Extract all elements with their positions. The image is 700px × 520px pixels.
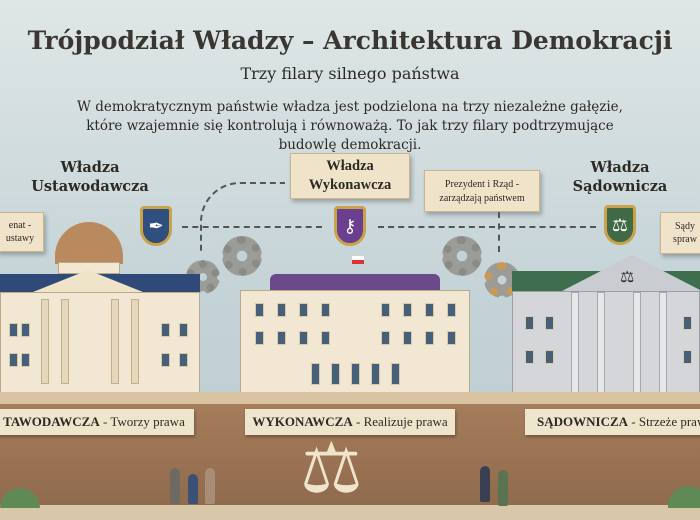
executive-building — [240, 256, 470, 395]
legislative-plaque: enat - ustawy — [0, 212, 44, 252]
intro-text: W demokratycznym państwie władza jest po… — [77, 99, 623, 153]
scales-of-justice-icon: ⚖ — [300, 427, 363, 509]
person-figure — [170, 468, 180, 504]
key-icon: ⚷ — [334, 206, 366, 246]
plaque-line: Sądy — [675, 221, 695, 232]
flag-icon — [352, 256, 364, 264]
heading-line: Władza — [60, 159, 120, 176]
heading-line: Władza — [590, 159, 650, 176]
judicial-ribbon: SĄDOWNICZA - Strzeże prawa — [525, 409, 700, 435]
ribbon-text: - Realizuje prawa — [352, 414, 448, 429]
gavel-icon: ⚖ — [604, 205, 636, 245]
ribbon-strong: SĄDOWNICZA — [537, 414, 629, 429]
executive-plaque: Prezydent i Rząd - zarządzają państwem — [424, 170, 540, 212]
page-title: Trójpodział Władzy – Architektura Demokr… — [27, 26, 673, 55]
executive-ribbon: WYKONAWCZA - Realizuje prawa — [245, 409, 455, 435]
legislative-ribbon: TAWODAWCZA - Tworzy prawa — [0, 409, 194, 435]
ribbon-text: - Tworzy prawa — [99, 414, 185, 429]
arrow-connector — [200, 182, 285, 252]
judicial-plaque: Sądy spraw — [660, 212, 700, 254]
heading-line: Sądownicza — [572, 178, 668, 195]
ribbon-strong: TAWODAWCZA — [3, 414, 100, 429]
legislative-building — [0, 220, 200, 395]
gear-icon — [442, 236, 482, 276]
person-figure — [205, 468, 215, 504]
quill-icon: ✒ — [140, 206, 172, 246]
plaque-line: zarządzają państwem — [439, 193, 525, 204]
heading-line: Władza — [326, 158, 374, 174]
judicial-building: ⚖ — [512, 255, 700, 395]
bush — [668, 486, 700, 508]
plaque-line: enat - — [8, 220, 32, 231]
ribbon-strong: WYKONAWCZA — [252, 414, 353, 429]
heading-line: Ustawodawcza — [31, 178, 149, 195]
bush — [0, 488, 40, 508]
arrow-connector — [378, 226, 596, 228]
subtitle: Trzy filary silnego państwa — [240, 64, 460, 83]
person-figure — [480, 466, 490, 502]
person-figure — [498, 470, 508, 506]
plaque-line: ustawy — [5, 233, 35, 244]
person-figure — [188, 474, 198, 504]
bottom-strip — [0, 505, 700, 520]
plaque-line: spraw — [673, 234, 697, 245]
arrow-connector — [440, 212, 500, 252]
scales-icon: ⚖ — [620, 267, 635, 286]
heading-line: Wykonawcza — [308, 177, 392, 193]
plaque-line: Prezydent i Rząd - — [444, 179, 520, 190]
ribbon-text: - Strzeże prawa — [631, 414, 700, 429]
gear-icon — [222, 236, 262, 276]
